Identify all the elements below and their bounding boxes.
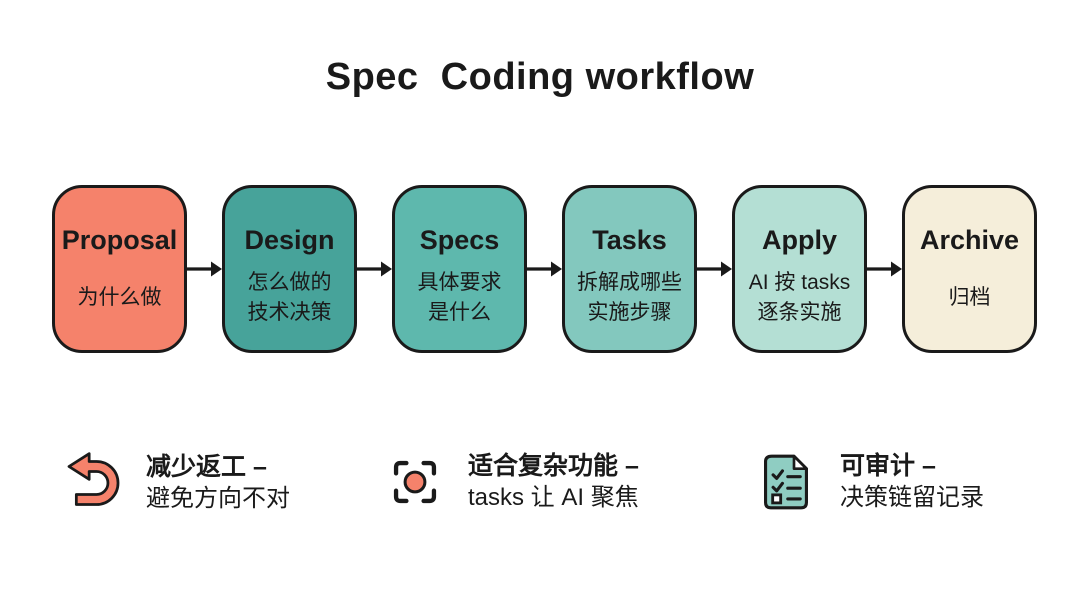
- step-title: Proposal: [61, 225, 178, 255]
- step-desc-line: 逐条实施: [757, 301, 842, 324]
- feature-description: tasks 让 AI 聚焦: [468, 484, 639, 511]
- step-title: Tasks: [592, 225, 667, 255]
- feature-description: 决策链留记录: [840, 484, 984, 511]
- step-desc-line: 拆解成哪些: [577, 271, 682, 294]
- feature-title: 减少返工 –: [146, 453, 267, 481]
- step-title: Apply: [761, 225, 837, 255]
- workflow-step-specs: Specs 具体要求 是什么: [392, 185, 527, 353]
- workflow-step-archive: Archive 归档: [902, 185, 1037, 353]
- step-desc-line: 怎么做的: [247, 271, 332, 294]
- step-desc-line: 实施步骤: [587, 301, 672, 324]
- flow-arrow-icon: [697, 257, 732, 281]
- page-title: Spec Coding workflow: [325, 56, 755, 98]
- step-desc-line: 归档: [948, 286, 991, 309]
- flow-arrow-icon: [527, 257, 562, 281]
- flow-arrow-icon: [187, 257, 222, 281]
- flow-arrow-icon: [867, 257, 902, 281]
- feature-complex-features: 适合复杂功能 – tasks 让 AI 聚焦: [384, 450, 639, 514]
- feature-title: 适合复杂功能 –: [468, 452, 639, 480]
- step-desc-line: 为什么做: [77, 286, 162, 309]
- step-desc-line: 是什么: [428, 301, 491, 324]
- focus-frame-icon: [384, 451, 446, 513]
- workflow-step-design: Design 怎么做的 技术决策: [222, 185, 357, 353]
- undo-arrow-icon: [58, 450, 124, 516]
- step-title: Design: [244, 225, 335, 255]
- workflow-diagram: Proposal 为什么做 Design 怎么做的 技术决策 Specs 具体要…: [52, 185, 1037, 353]
- feature-description: 避免方向不对: [146, 485, 290, 512]
- workflow-step-tasks: Tasks 拆解成哪些 实施步骤: [562, 185, 697, 353]
- audit-checklist-icon: [754, 450, 818, 514]
- step-title: Specs: [419, 225, 500, 255]
- feature-title: 可审计 –: [840, 452, 936, 480]
- feature-auditable: 可审计 – 决策链留记录: [754, 450, 984, 514]
- feature-less-rework: 减少返工 – 避免方向不对: [58, 450, 290, 516]
- step-desc-line: AI 按 tasks: [748, 271, 851, 294]
- step-desc-line: 具体要求: [417, 271, 502, 294]
- workflow-step-proposal: Proposal 为什么做: [52, 185, 187, 353]
- step-title: Archive: [919, 225, 1020, 255]
- step-desc-line: 技术决策: [247, 301, 332, 324]
- workflow-step-apply: Apply AI 按 tasks 逐条实施: [732, 185, 867, 353]
- flow-arrow-icon: [357, 257, 392, 281]
